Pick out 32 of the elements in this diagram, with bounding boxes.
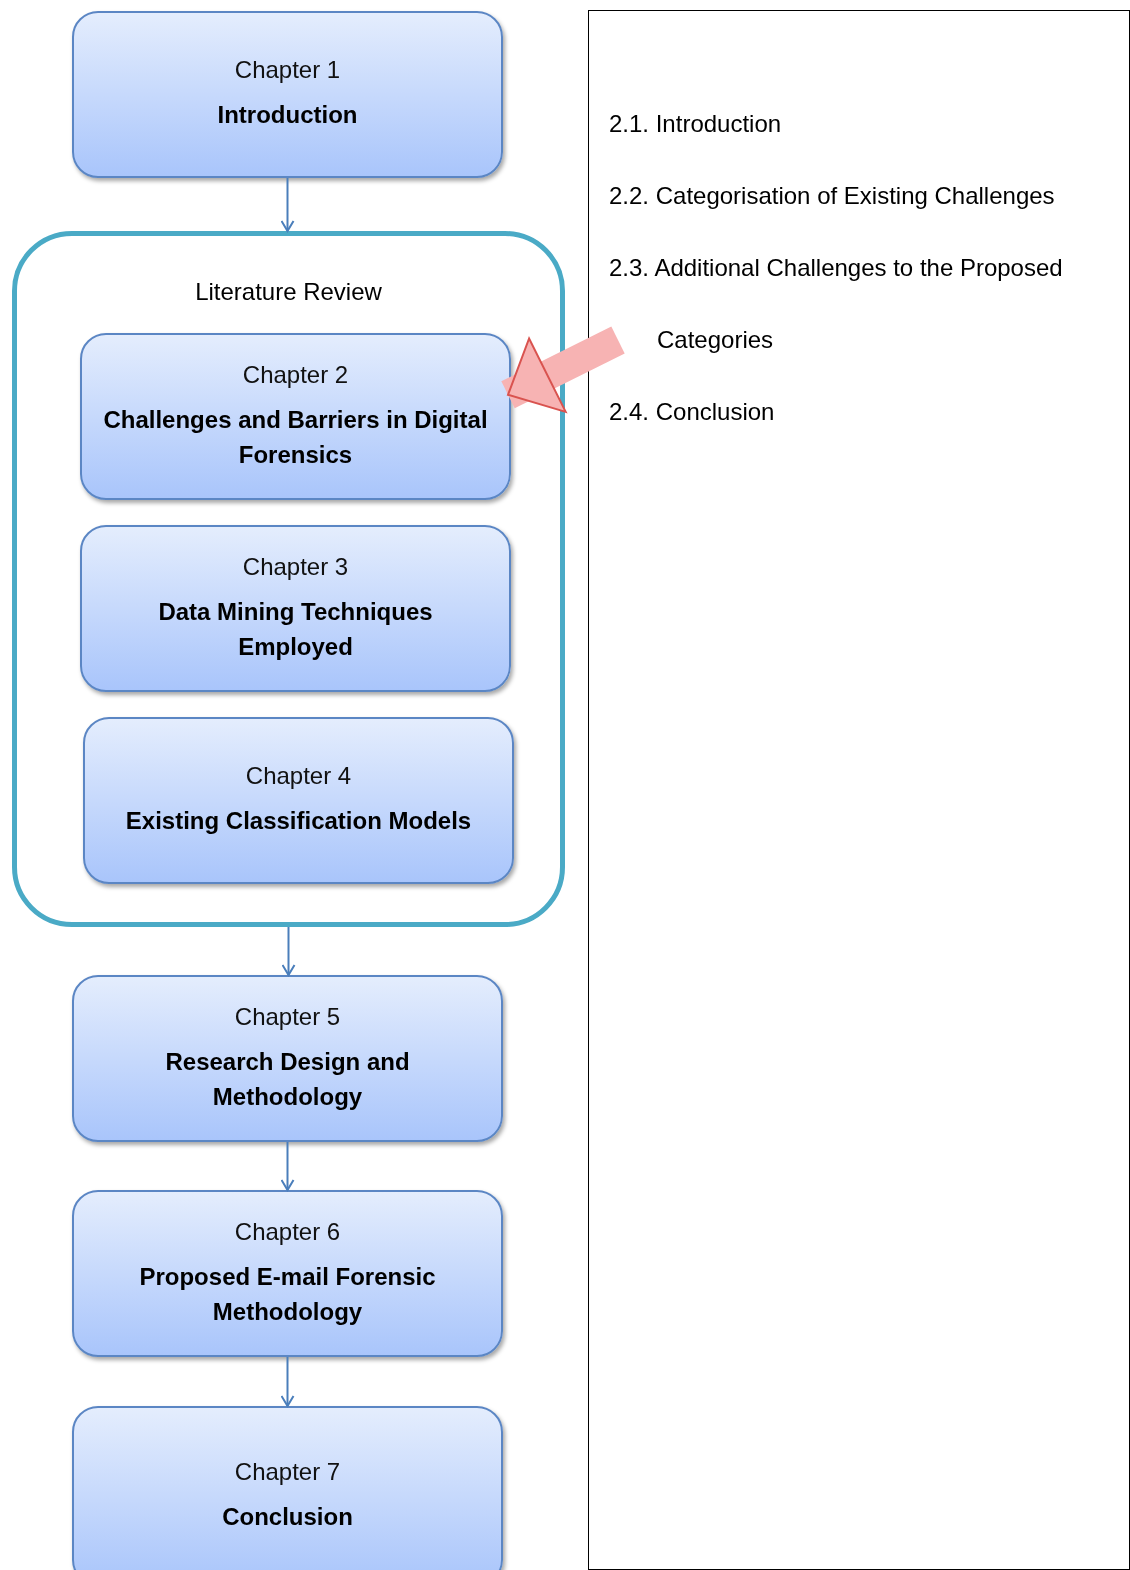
- arrow: [280, 1141, 295, 1191]
- chapter-number: Chapter 1: [234, 56, 341, 85]
- chapter-title: Existing Classification Models: [125, 806, 472, 837]
- chapter-title: Challenges and Barriers in Digital Forensics: [102, 404, 489, 470]
- chapter-box: [83, 717, 514, 884]
- chapter-title: Data Mining Techniques Employed: [157, 596, 434, 662]
- arrow: [281, 926, 296, 976]
- outline-panel: [588, 10, 1130, 1570]
- group-heading: Literature Review: [194, 278, 383, 306]
- chapter-title: Conclusion: [222, 1501, 353, 1532]
- chapter-box: [72, 1190, 503, 1357]
- chapter-box: [72, 1406, 503, 1570]
- chapter-number: Chapter 5: [234, 1002, 341, 1031]
- chapter-box: [72, 975, 503, 1142]
- chapter-title: Research Design and Methodology: [164, 1046, 411, 1112]
- chapter-box: [80, 525, 511, 692]
- chapter-title: Proposed E-mail Forensic Methodology: [138, 1261, 437, 1327]
- chapter-number: Chapter 3: [242, 552, 349, 581]
- group-container: [12, 231, 565, 927]
- section-item: 2.3. Additional Challenges to the Proposed Categories: [609, 253, 1064, 355]
- chapter-number: Chapter 7: [234, 1457, 341, 1486]
- chapter-number: Chapter 6: [234, 1217, 341, 1246]
- chapter-number: Chapter 2: [242, 360, 349, 389]
- section-item: 2.4. Conclusion: [609, 397, 776, 427]
- chapter-box: [80, 333, 511, 500]
- arrow: [280, 177, 295, 232]
- arrow: [280, 1356, 295, 1407]
- section-item: 2.2. Categorisation of Existing Challenges: [609, 181, 1056, 211]
- section-item: 2.1. Introduction: [609, 109, 783, 139]
- chapter-title: Introduction: [217, 100, 358, 131]
- chapter-box: [72, 11, 503, 178]
- chapter-number: Chapter 4: [245, 762, 352, 791]
